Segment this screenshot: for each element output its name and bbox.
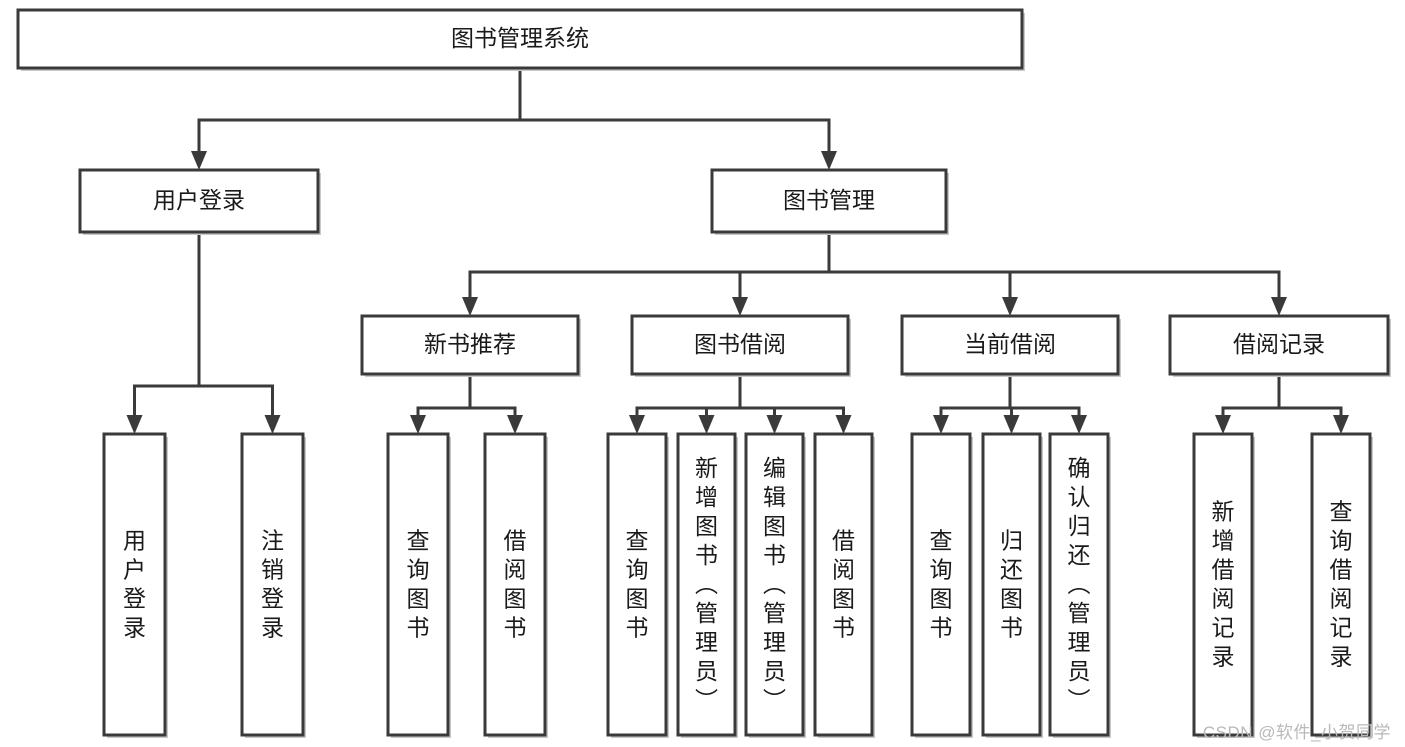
node-label: 借阅图书 (504, 528, 527, 641)
connector-group-book_manage (462, 230, 1287, 316)
node-leaf-add-book[interactable]: 新增图书︵管理员︶ (676, 432, 738, 738)
arrow-head-icon (1002, 297, 1018, 316)
node-leaf-query-book-2[interactable]: 查询图书 (606, 432, 669, 738)
connector-group-borrow_record (1215, 372, 1349, 434)
node-box[interactable] (102, 432, 167, 737)
node-box[interactable] (1310, 432, 1372, 737)
node-leaf-query-book-1[interactable]: 查询图书 (386, 432, 451, 738)
arrow-head-icon (821, 151, 837, 170)
node-label: 用户登录 (153, 187, 245, 213)
node-box[interactable] (240, 432, 305, 737)
node-label: 确认归还︵管理员︶ (1068, 455, 1091, 713)
node-label: 新增图书︵管理员︶ (695, 455, 718, 713)
node-box[interactable] (900, 314, 1120, 376)
node-borrow-record[interactable]: 借阅记录 (1168, 314, 1391, 377)
arrow-head-icon (732, 297, 748, 316)
arrow-head-icon (766, 415, 783, 434)
arrow-head-icon (1071, 415, 1087, 434)
node-box[interactable] (16, 8, 1024, 70)
node-leaf-edit-book[interactable]: 编辑图书︵管理员︶ (744, 432, 806, 738)
node-label: 编辑图书︵管理员︶ (763, 455, 786, 713)
node-label: 图书管理 (783, 187, 875, 213)
node-current-borrow[interactable]: 当前借阅 (900, 314, 1121, 377)
node-leaf-logout[interactable]: 注销登录 (240, 432, 306, 738)
node-box[interactable] (1048, 432, 1110, 737)
arrow-head-icon (1215, 415, 1231, 434)
connector-group-user_login (126, 230, 281, 434)
node-box[interactable] (606, 432, 668, 737)
node-box[interactable] (676, 432, 737, 737)
node-box[interactable] (813, 432, 874, 737)
node-user-login[interactable]: 用户登录 (78, 168, 321, 235)
node-leaf-borrow-book-1[interactable]: 借阅图书 (483, 432, 548, 738)
arrow-head-icon (264, 415, 281, 434)
node-label: 查询借阅记录 (1330, 499, 1353, 670)
node-box[interactable] (744, 432, 805, 737)
node-box[interactable] (910, 432, 972, 737)
arrow-head-icon (410, 415, 426, 434)
arrow-head-icon (462, 297, 478, 316)
node-label: 新增借阅记录 (1212, 499, 1235, 670)
connector-group-current_borrow (933, 372, 1087, 434)
arrow-head-icon (698, 415, 715, 434)
node-book-manage[interactable]: 图书管理 (710, 168, 949, 235)
arrow-head-icon (507, 415, 523, 434)
node-label: 新书推荐 (424, 331, 516, 357)
node-leaf-user-login[interactable]: 用户登录 (102, 432, 168, 738)
node-new-book-rec[interactable]: 新书推荐 (360, 314, 581, 377)
node-box[interactable] (981, 432, 1042, 737)
arrow-head-icon (933, 415, 949, 434)
node-layer: 图书管理系统用户登录图书管理新书推荐图书借阅当前借阅借阅记录用户登录注销登录查询… (16, 8, 1391, 738)
node-box[interactable] (360, 314, 580, 376)
node-leaf-confirm-return[interactable]: 确认归还︵管理员︶ (1048, 432, 1111, 738)
connector-group-book_borrow (629, 372, 852, 434)
node-box[interactable] (386, 432, 450, 737)
arrow-head-icon (126, 415, 143, 434)
node-label: 归还图书 (1000, 528, 1023, 641)
node-label: 注销登录 (261, 528, 284, 641)
node-leaf-query-record[interactable]: 查询借阅记录 (1310, 432, 1373, 738)
node-box[interactable] (483, 432, 547, 737)
connector-layer (126, 66, 1349, 434)
node-label: 当前借阅 (964, 331, 1056, 357)
node-label: 查询图书 (930, 528, 953, 641)
node-label: 图书管理系统 (451, 25, 589, 51)
node-root[interactable]: 图书管理系统 (16, 8, 1025, 71)
node-box[interactable] (1168, 314, 1390, 376)
node-leaf-borrow-book-2[interactable]: 借阅图书 (813, 432, 875, 738)
node-leaf-add-record[interactable]: 新增借阅记录 (1192, 432, 1255, 738)
node-leaf-return-book[interactable]: 归还图书 (981, 432, 1043, 738)
node-label: 查询图书 (407, 528, 430, 641)
node-label: 图书借阅 (694, 331, 786, 357)
node-label: 查询图书 (626, 528, 649, 641)
arrow-head-icon (1333, 415, 1349, 434)
node-label: 借阅图书 (832, 528, 855, 641)
node-box[interactable] (78, 168, 320, 234)
node-leaf-query-book-3[interactable]: 查询图书 (910, 432, 973, 738)
node-label: 借阅记录 (1233, 331, 1325, 357)
arrow-head-icon (191, 151, 207, 170)
arrow-head-icon (1003, 415, 1020, 434)
arrow-head-icon (835, 415, 852, 434)
connector-group-root (191, 66, 837, 170)
connector-group-new_book_rec (410, 372, 523, 434)
node-box[interactable] (710, 168, 948, 234)
arrow-head-icon (629, 415, 645, 434)
node-box[interactable] (630, 314, 850, 376)
arrow-head-icon (1271, 297, 1287, 316)
node-box[interactable] (1192, 432, 1254, 737)
node-label: 用户登录 (123, 528, 146, 641)
node-book-borrow[interactable]: 图书借阅 (630, 314, 851, 377)
